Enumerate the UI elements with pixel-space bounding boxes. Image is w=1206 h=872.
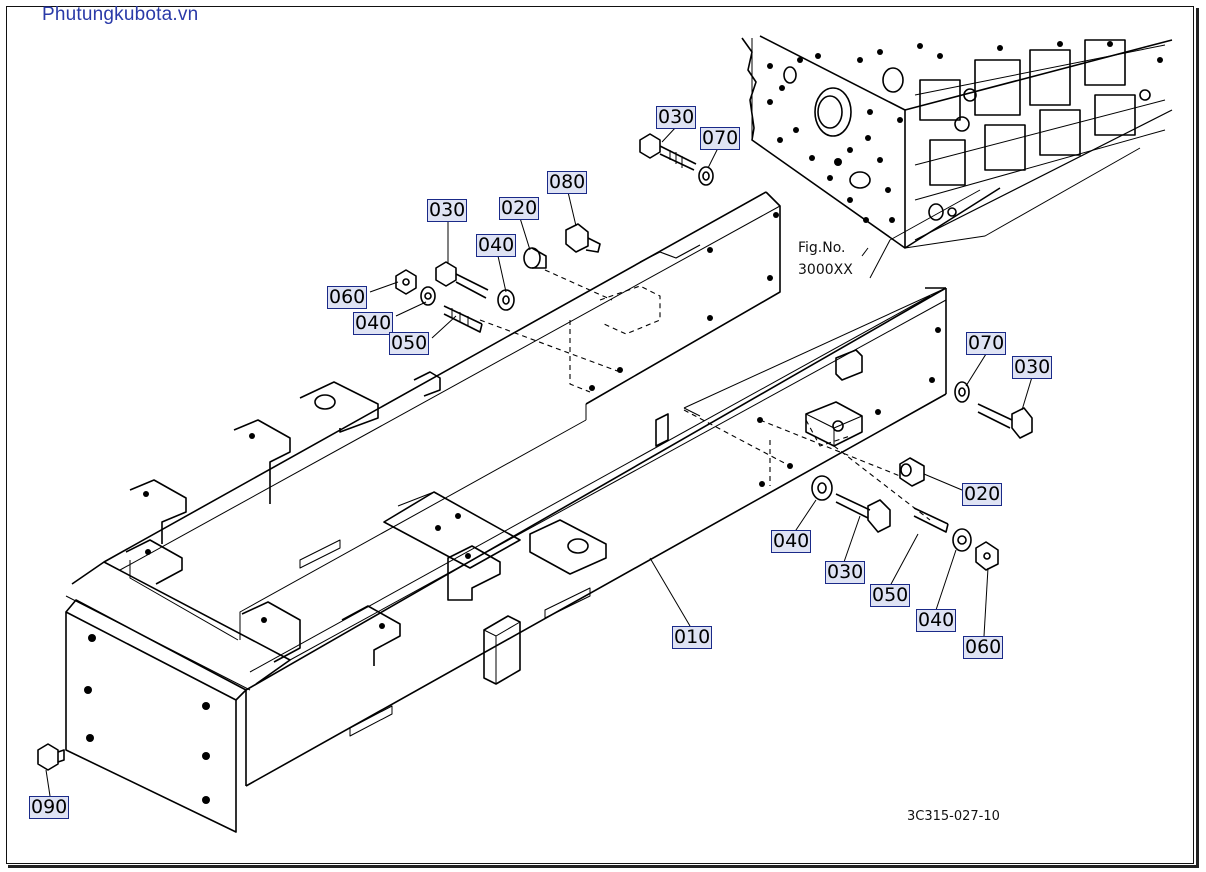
- washer-070-top: [698, 166, 714, 186]
- callout-080[interactable]: 080: [547, 171, 588, 194]
- callout-010[interactable]: 010: [672, 626, 713, 649]
- frame-shadow-right: [1196, 8, 1199, 868]
- frame-holes: [84, 212, 941, 804]
- assembly-guide-lines: [479, 269, 931, 521]
- frame-large-holes: [314, 394, 589, 554]
- bolt-030-right: [977, 403, 1033, 439]
- frame-shadow-bottom: [8, 865, 1199, 868]
- drawing-frame: [6, 6, 1194, 864]
- washer-040-lower: [952, 528, 972, 552]
- callout-070-right[interactable]: 070: [966, 332, 1007, 355]
- callout-050-right[interactable]: 050: [870, 584, 911, 607]
- callout-070-top[interactable]: 070: [700, 127, 741, 150]
- washer-040-left: [420, 286, 436, 306]
- engine-block: [741, 35, 1173, 249]
- nut-060-right: [975, 541, 999, 571]
- callout-030-right[interactable]: 030: [1012, 356, 1053, 379]
- callout-040-right[interactable]: 040: [771, 530, 812, 553]
- washer-070-right: [954, 381, 970, 403]
- figure-reference-number[interactable]: 3000XX: [798, 262, 853, 278]
- spacer-block-rear: [805, 401, 863, 447]
- bolt-030-top: [639, 133, 697, 171]
- callout-020-top[interactable]: 020: [499, 197, 540, 220]
- watermark-text: Phutungkubota.vn: [42, 4, 199, 25]
- collar-020-top: [523, 247, 547, 269]
- collar-020-right: [899, 457, 925, 487]
- figure-reference-label: Fig.No.: [798, 240, 846, 256]
- nut-060-top: [395, 269, 417, 295]
- callout-040-lower[interactable]: 040: [916, 609, 957, 632]
- callout-040-left[interactable]: 040: [353, 312, 394, 335]
- callout-030-top[interactable]: 030: [656, 106, 697, 129]
- callout-030-mid[interactable]: 030: [427, 199, 468, 222]
- stud-050-top: [443, 305, 483, 333]
- bolt-030-lower: [835, 493, 891, 533]
- main-frame-rail: [65, 191, 947, 833]
- callout-090[interactable]: 090: [29, 796, 70, 819]
- washer-040-right: [811, 475, 833, 501]
- callout-040-top[interactable]: 040: [476, 234, 517, 257]
- leader-lines: [45, 126, 1033, 797]
- nut-080: [565, 223, 601, 253]
- plug-090: [37, 743, 65, 771]
- washer-040-top: [497, 289, 515, 311]
- callout-060-top[interactable]: 060: [327, 286, 368, 309]
- bolt-030-mid: [435, 261, 489, 299]
- callout-030-lower[interactable]: 030: [825, 561, 866, 584]
- drawing-code: 3C315-027-10: [907, 809, 1000, 824]
- stud-050-right: [913, 507, 949, 533]
- callout-060-right[interactable]: 060: [963, 636, 1004, 659]
- callout-020-right[interactable]: 020: [962, 483, 1003, 506]
- callout-050-top[interactable]: 050: [389, 332, 430, 355]
- engine-block-holes: [767, 41, 1163, 223]
